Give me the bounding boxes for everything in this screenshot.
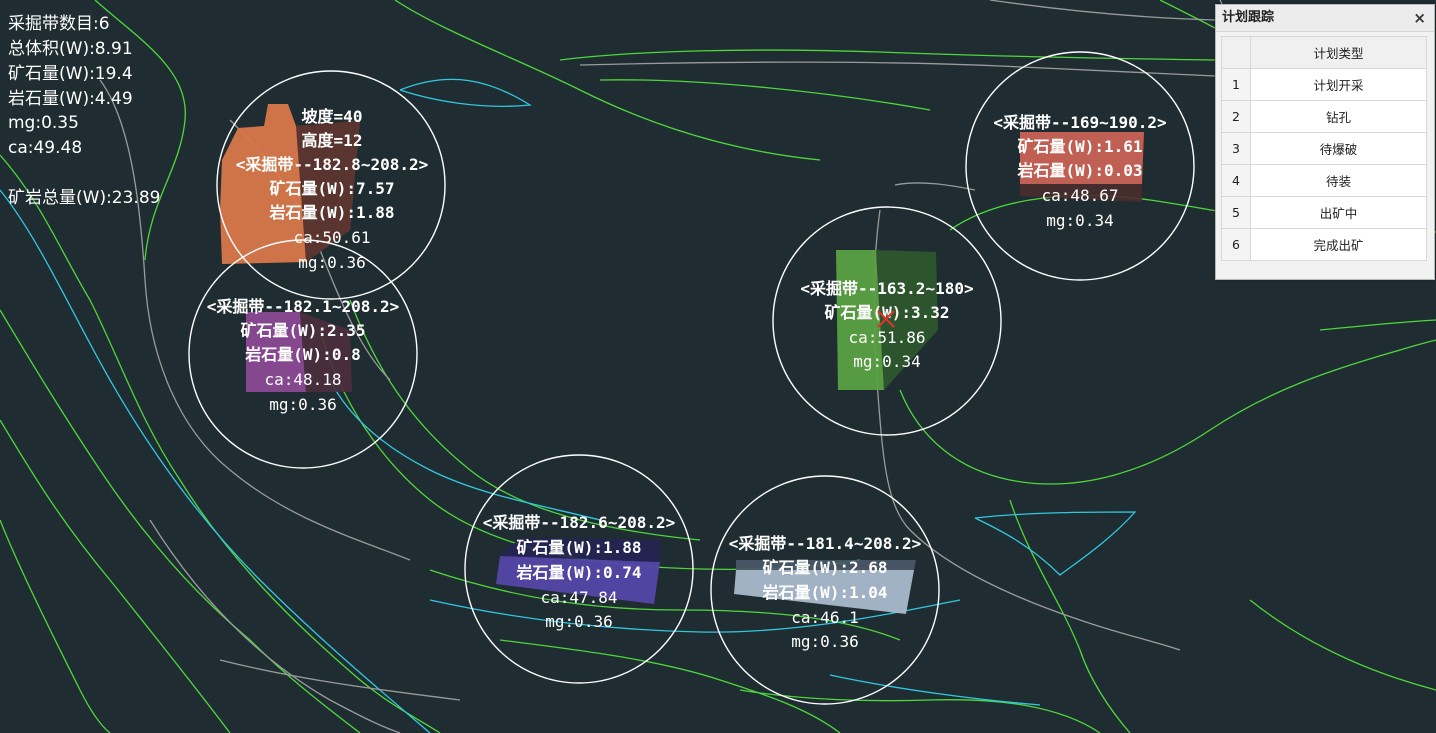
zone-3-ca: ca:47.84 (540, 588, 617, 607)
summary-rock: 岩石量(W):4.49 (8, 89, 133, 109)
zone-polygons (220, 104, 1144, 614)
plan-type-cell[interactable]: 待装 (1250, 164, 1427, 197)
zone-6-shadow (1020, 184, 1142, 202)
zone-2-mg: mg:0.36 (269, 395, 336, 414)
zone-5-mg: mg:0.34 (853, 352, 920, 371)
zone-5-shadow (876, 250, 938, 390)
zone-1-slope: 坡度=40 (302, 107, 363, 126)
zone-3-circle[interactable] (464, 454, 694, 684)
table-header-row: 计划类型 (1221, 36, 1427, 69)
panel-title-bar[interactable]: 计划跟踪 × (1216, 5, 1434, 32)
table-row[interactable]: 5 出矿中 (1221, 196, 1427, 229)
zone-4-ca: ca:46.1 (791, 608, 858, 627)
zone-2-ca: ca:48.18 (264, 370, 341, 389)
zone-6-ca: ca:48.67 (1041, 186, 1118, 205)
zone-circles (188, 51, 1195, 705)
zone-3-ore: 矿石量(W):1.88 (516, 538, 641, 557)
zone-2-rock: 岩石量(W):0.8 (244, 345, 360, 364)
zone-2-shadow (300, 312, 352, 392)
table-row[interactable]: 6 完成出矿 (1221, 228, 1427, 261)
zone-6-title: <采掘带--169~190.2> (993, 113, 1166, 132)
column-header-plan-type[interactable]: 计划类型 (1250, 36, 1427, 69)
summary-total-volume: 总体积(W):8.91 (8, 39, 133, 59)
zone-1-shadow (296, 120, 360, 262)
zone-3-shadow (500, 538, 660, 562)
summary-ca: ca:49.48 (8, 138, 83, 158)
zone-2-ore: 矿石量(W):2.35 (240, 321, 365, 340)
row-index: 1 (1221, 68, 1251, 101)
summary-total: 矿岩总量(W):23.89 (8, 188, 161, 208)
table-corner-cell (1221, 36, 1251, 69)
zone-6-mg: mg:0.34 (1046, 211, 1113, 230)
cursor-marker-icon (877, 310, 895, 328)
table-row[interactable]: 1 计划开采 (1221, 68, 1427, 101)
zone-4-circle[interactable] (710, 475, 940, 705)
plan-type-cell[interactable]: 出矿中 (1250, 196, 1427, 229)
summary-zone-count: 采掘带数目:6 (8, 14, 110, 34)
zone-4-ore: 矿石量(W):2.68 (762, 558, 887, 577)
zone-5-ca: ca:51.86 (848, 328, 925, 347)
zone-6-circle[interactable] (965, 51, 1195, 281)
zone-1-circle[interactable] (216, 70, 446, 300)
table-row[interactable]: 2 钻孔 (1221, 100, 1427, 133)
plan-tracking-panel[interactable]: 计划跟踪 × 计划类型 1 计划开采 2 钻孔 3 待爆破 4 待装 5 出矿中… (1215, 4, 1435, 280)
plan-type-cell[interactable]: 待爆破 (1250, 132, 1427, 165)
zone-2-polygon[interactable] (246, 312, 306, 392)
zone-2-circle[interactable] (188, 239, 418, 469)
zone-4-mg: mg:0.36 (791, 632, 858, 651)
zone-1-ore: 矿石量(W):7.57 (269, 179, 394, 198)
zone-4-polygon[interactable] (734, 570, 914, 614)
zone-4-title: <采掘带--181.4~208.2> (729, 534, 922, 553)
row-index: 3 (1221, 132, 1251, 165)
plan-type-cell[interactable]: 钻孔 (1250, 100, 1427, 133)
plan-type-cell[interactable]: 完成出矿 (1250, 228, 1427, 261)
row-index: 4 (1221, 164, 1251, 197)
table-row[interactable]: 3 待爆破 (1221, 132, 1427, 165)
summary-mg: mg:0.35 (8, 113, 79, 133)
zone-3-mg: mg:0.36 (545, 612, 612, 631)
summary-ore: 矿石量(W):19.4 (8, 64, 133, 84)
zone-4-shadow (736, 560, 916, 570)
row-index: 5 (1221, 196, 1251, 229)
plan-type-table: 计划类型 1 计划开采 2 钻孔 3 待爆破 4 待装 5 出矿中 6 完成出矿 (1221, 36, 1427, 261)
close-icon[interactable]: × (1413, 9, 1426, 27)
zone-6-rock: 岩石量(W):0.03 (1016, 161, 1142, 180)
plan-type-cell[interactable]: 计划开采 (1250, 68, 1427, 101)
zone-6-polygon[interactable] (1020, 132, 1144, 184)
zone-labels: 坡度=40 高度=12 <采掘带--182.8~208.2> 矿石量(W):7.… (207, 107, 1167, 651)
zone-1-rock: 岩石量(W):1.88 (268, 203, 394, 222)
row-index: 6 (1221, 228, 1251, 261)
zone-2-title: <采掘带--182.1~208.2> (207, 297, 400, 316)
zone-5-title: <采掘带--163.2~180> (800, 279, 973, 298)
table-row[interactable]: 4 待装 (1221, 164, 1427, 197)
zone-1-mg: mg:0.36 (298, 253, 365, 272)
row-index: 2 (1221, 100, 1251, 133)
zone-5-circle[interactable] (772, 206, 1002, 436)
zone-1-title: <采掘带--182.8~208.2> (236, 155, 429, 174)
zone-3-polygon[interactable] (496, 556, 660, 604)
panel-title: 计划跟踪 (1222, 10, 1275, 25)
zone-1-ca: ca:50.61 (293, 228, 370, 247)
zone-5-ore: 矿石量(W):3.32 (824, 303, 949, 322)
zone-1-height: 高度=12 (302, 131, 363, 150)
zone-3-rock: 岩石量(W):0.74 (515, 563, 641, 582)
zone-5-polygon[interactable] (836, 250, 884, 390)
zone-4-rock: 岩石量(W):1.04 (761, 583, 887, 602)
zone-6-ore: 矿石量(W):1.61 (1017, 137, 1142, 156)
zone-3-title: <采掘带--182.6~208.2> (483, 513, 676, 532)
